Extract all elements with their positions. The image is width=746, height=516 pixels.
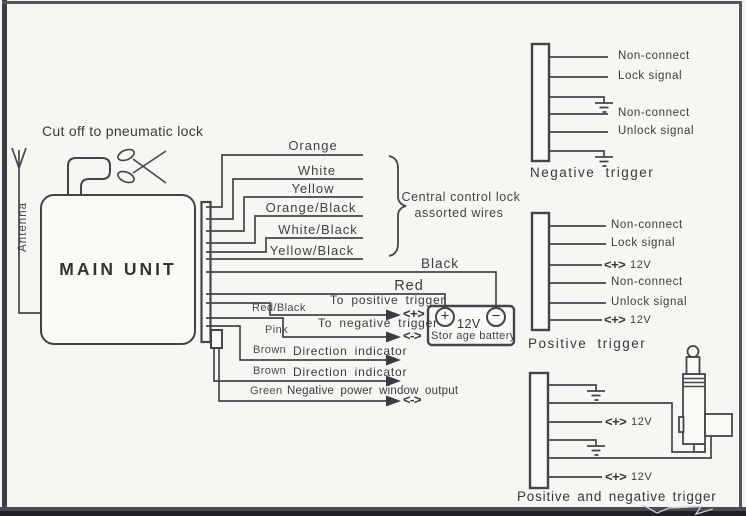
battery-box (426, 304, 516, 347)
pos-pin-non-connect-2: Non-connect (611, 276, 683, 288)
wire-desc-direction-2: Direction indicator (293, 365, 408, 379)
wire-color-pink: Pink (265, 324, 288, 336)
battery-plus-sign: + (440, 307, 450, 325)
black-wire (206, 271, 497, 306)
negative-trigger-connector (530, 42, 613, 167)
antenna-label: Antenna (17, 202, 29, 252)
scan-artifact-squiggle (642, 504, 714, 516)
central-lock-wires (206, 154, 363, 260)
battery-voltage: 12V (457, 317, 481, 331)
pneumatic-loop-wire (67, 157, 111, 195)
wire-label-orange: Orange (288, 138, 338, 153)
antenna-icon (11, 147, 41, 314)
negative-trigger-symbol: <-> (403, 328, 422, 343)
frame-left-edge (2, 0, 7, 511)
scissors-icon (117, 148, 167, 184)
frame-right-edge (739, 1, 742, 511)
pos-pin-lock-signal: Lock signal (611, 237, 676, 249)
posneg-trigger-title: Positive and negative trigger (517, 489, 717, 504)
posneg-12v-symbol-1: <+> (605, 414, 627, 429)
pos-pin-12v-symbol-2: <+> (604, 312, 626, 327)
central-lock-note-line1: Central control lock (401, 190, 521, 204)
main-unit-box: MAIN UNIT (40, 194, 196, 345)
wire-label-yellow: Yellow (291, 181, 335, 196)
posneg-trigger-connector (528, 371, 712, 490)
red-wire (206, 293, 446, 306)
battery-minus-terminal (486, 307, 506, 327)
frame-top-edge (2, 1, 742, 4)
posneg-12v-symbol-2: <+> (605, 469, 627, 484)
wire-color-brown-1: Brown (253, 344, 287, 356)
positive-trigger-connector (530, 211, 606, 332)
lower-connector-block (210, 329, 223, 349)
door-lock-actuator (678, 345, 733, 453)
neg-pin-unlock-signal: Unlock signal (618, 125, 695, 137)
wire-color-green: Green (250, 385, 283, 397)
cut-off-label: Cut off to pneumatic lock (42, 123, 204, 139)
battery-minus-sign: − (491, 307, 501, 325)
wire-desc-direction-1: Direction indicator (293, 344, 408, 358)
wire-desc-positive-trigger: To positive trigger (330, 293, 446, 307)
trigger-wires (206, 302, 387, 402)
battery-name: Stor age battery (431, 330, 516, 342)
battery-plus-terminal (435, 307, 455, 327)
central-lock-note-line2: assorted wires (414, 206, 504, 220)
neg-pin-non-connect-2: Non-connect (618, 107, 690, 119)
pos-pin-non-connect-1: Non-connect (611, 219, 683, 231)
wire-label-white: White (297, 163, 337, 178)
wire-arrows (386, 309, 401, 407)
black-wire-label: Black (420, 256, 460, 271)
wire-label-yellow-black: Yellow/Black (269, 243, 355, 258)
power-window-symbol: <-> (403, 392, 422, 407)
scan-bottom-band (0, 511, 746, 516)
pos-pin-12v-label-2: 12V (630, 314, 652, 326)
main-unit-label: MAIN UNIT (59, 259, 177, 279)
pos-pin-12v-label-1: 12V (630, 259, 652, 271)
wire-label-white-black: White/Black (278, 222, 358, 237)
wire-desc-power-window: Negative power window output (287, 385, 459, 397)
wire-color-red-black: Red/Black (252, 302, 306, 314)
wire-desc-negative-trigger: To negative trigger (318, 316, 438, 330)
positive-trigger-title: Positive trigger (528, 336, 647, 351)
wire-color-brown-2: Brown (253, 365, 287, 377)
pos-pin-unlock-signal: Unlock signal (611, 296, 688, 308)
neg-pin-non-connect-1: Non-connect (618, 50, 690, 62)
wire-label-orange-black: Orange/Black (265, 200, 357, 215)
neg-pin-lock-signal: Lock signal (618, 70, 683, 82)
red-wire-label: Red (394, 278, 424, 294)
group-brace (388, 155, 407, 257)
negative-trigger-title: Negative trigger (530, 165, 655, 180)
posneg-12v-label-2: 12V (631, 471, 653, 483)
frame-bottom-edge (0, 507, 746, 511)
pos-pin-12v-symbol-1: <+> (604, 257, 626, 272)
posneg-12v-label-1: 12V (631, 416, 653, 428)
positive-trigger-symbol: <+> (403, 306, 425, 321)
